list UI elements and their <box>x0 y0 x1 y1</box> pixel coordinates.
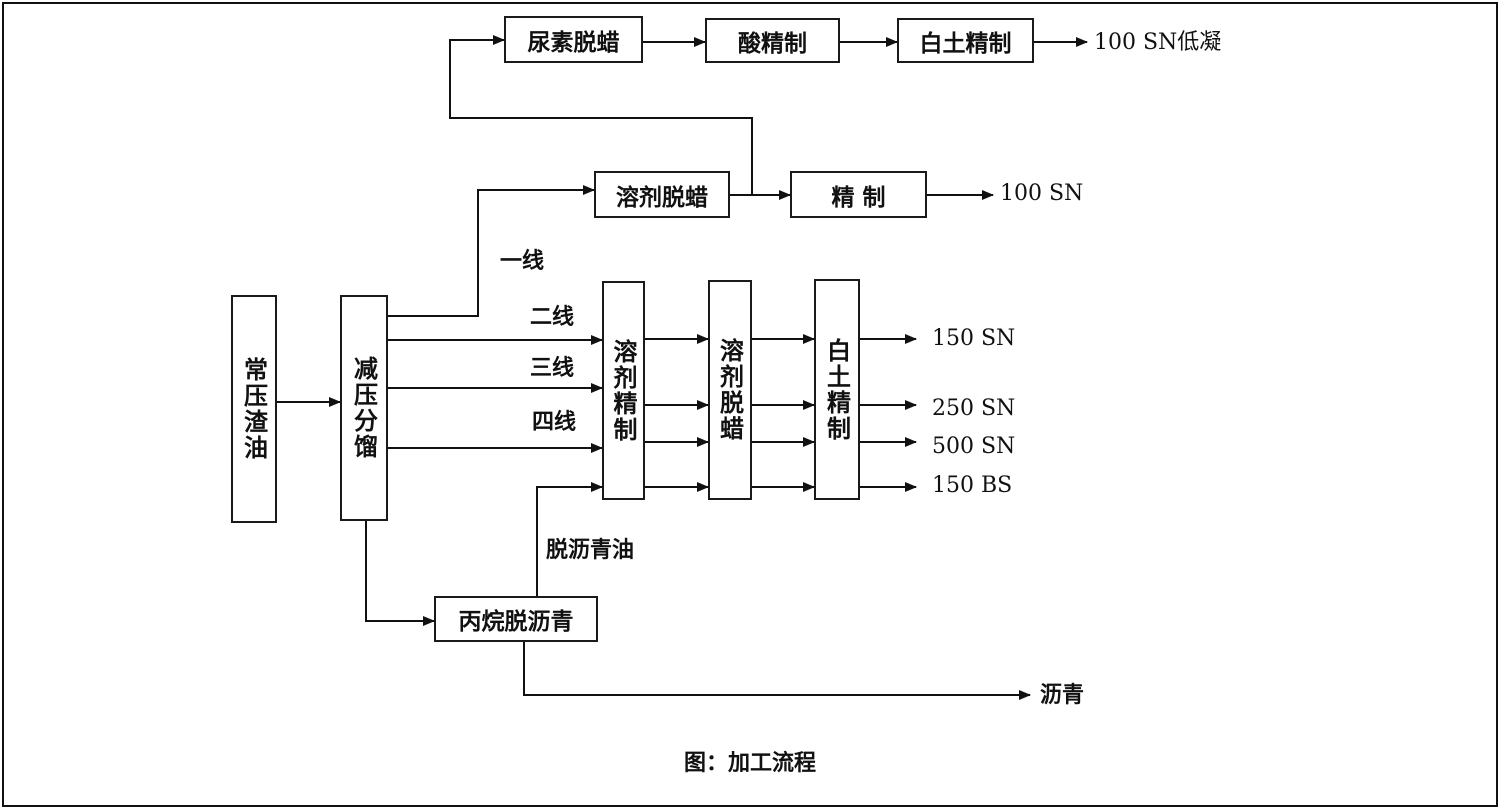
node-clay-refining-label: 白土精制 <box>822 337 852 442</box>
product-500sn: 500 SN <box>932 434 1016 459</box>
node-vacuum-distillation-label: 减压分馏 <box>349 356 379 460</box>
node-clay-refining-top-label: 白土精制 <box>919 29 1012 57</box>
node-solvent-refining-label: 溶剂精制 <box>609 338 638 443</box>
product-150sn: 150 SN <box>932 326 1016 351</box>
arrow-vacuum-to-propane <box>365 521 435 626</box>
node-urea-dewaxing: 尿素脱蜡 <box>504 16 643 63</box>
stream-label-deasphalted-oil: 脱沥青油 <box>546 537 635 563</box>
node-clay-refining-top: 白土精制 <box>897 18 1034 63</box>
node-vacuum-distillation: 减压分馏 <box>340 295 388 521</box>
node-refining-top: 精 制 <box>790 171 927 218</box>
figure-caption: 图：加工流程 <box>683 751 816 776</box>
product-asphalt: 沥青 <box>1040 682 1085 708</box>
product-150bs: 150 BS <box>932 473 1013 498</box>
arrow-deasphalted-oil <box>536 482 603 596</box>
node-acid-refining: 酸精制 <box>705 18 840 63</box>
node-solvent-dewaxing-top: 溶剂脱蜡 <box>594 171 730 218</box>
node-atmospheric-residue-label: 常压渣油 <box>239 357 269 461</box>
stream-label-line3: 三线 <box>530 355 575 381</box>
stream-label-line2: 二线 <box>530 304 575 330</box>
arrow-to-urea-dewaxing <box>449 35 753 195</box>
node-urea-dewaxing-label: 尿素脱蜡 <box>527 28 620 56</box>
arrow-line1-to-solvent-dewaxing <box>388 185 595 317</box>
product-250sn: 250 SN <box>932 396 1016 421</box>
stream-label-line4: 四线 <box>532 409 577 435</box>
node-solvent-dewaxing: 溶剂脱蜡 <box>708 280 752 500</box>
product-100sn-low-pour: 100 SN低凝 <box>1094 30 1222 55</box>
node-refining-top-label: 精 制 <box>831 183 886 211</box>
node-clay-refining: 白土精制 <box>814 279 860 500</box>
stream-label-line1: 一线 <box>500 248 545 274</box>
arrow-to-asphalt <box>523 642 1031 700</box>
node-solvent-dewaxing-label: 溶剂脱蜡 <box>715 338 745 442</box>
node-solvent-refining: 溶剂精制 <box>602 281 645 500</box>
node-propane-deasphalting: 丙烷脱沥青 <box>434 596 598 642</box>
node-solvent-dewaxing-top-label: 溶剂脱蜡 <box>616 183 708 211</box>
node-propane-deasphalting-label: 丙烷脱沥青 <box>458 608 574 635</box>
product-100sn: 100 SN <box>1000 181 1084 206</box>
node-acid-refining-label: 酸精制 <box>738 29 807 57</box>
node-atmospheric-residue: 常压渣油 <box>231 295 277 523</box>
